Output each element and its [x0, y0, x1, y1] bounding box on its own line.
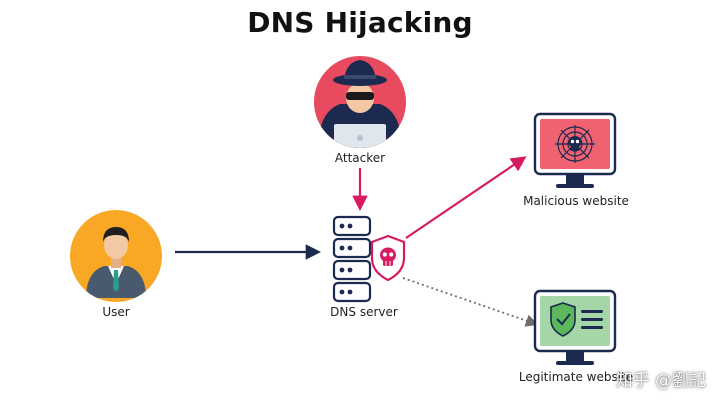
spiderweb-monitor-icon	[533, 112, 617, 188]
server-rack-icon	[332, 215, 372, 303]
dns-server-label: DNS server	[330, 305, 398, 319]
hooded-hacker-icon	[314, 56, 406, 148]
businessman-icon	[70, 210, 162, 302]
watermark: 知乎 @劉記	[615, 371, 706, 391]
edge-dns-to-legitimate	[402, 277, 539, 327]
diagram-title: DNS Hijacking	[247, 6, 473, 39]
legitimate-website-label: Legitimate website	[518, 370, 634, 384]
user-label: User	[102, 305, 130, 319]
malicious-website-label: Malicious website	[523, 194, 629, 208]
attacker-label: Attacker	[334, 151, 386, 165]
skull-shield-icon	[370, 234, 406, 282]
shield-check-monitor-icon	[533, 289, 617, 365]
edge-dns-to-malicious	[405, 156, 527, 239]
